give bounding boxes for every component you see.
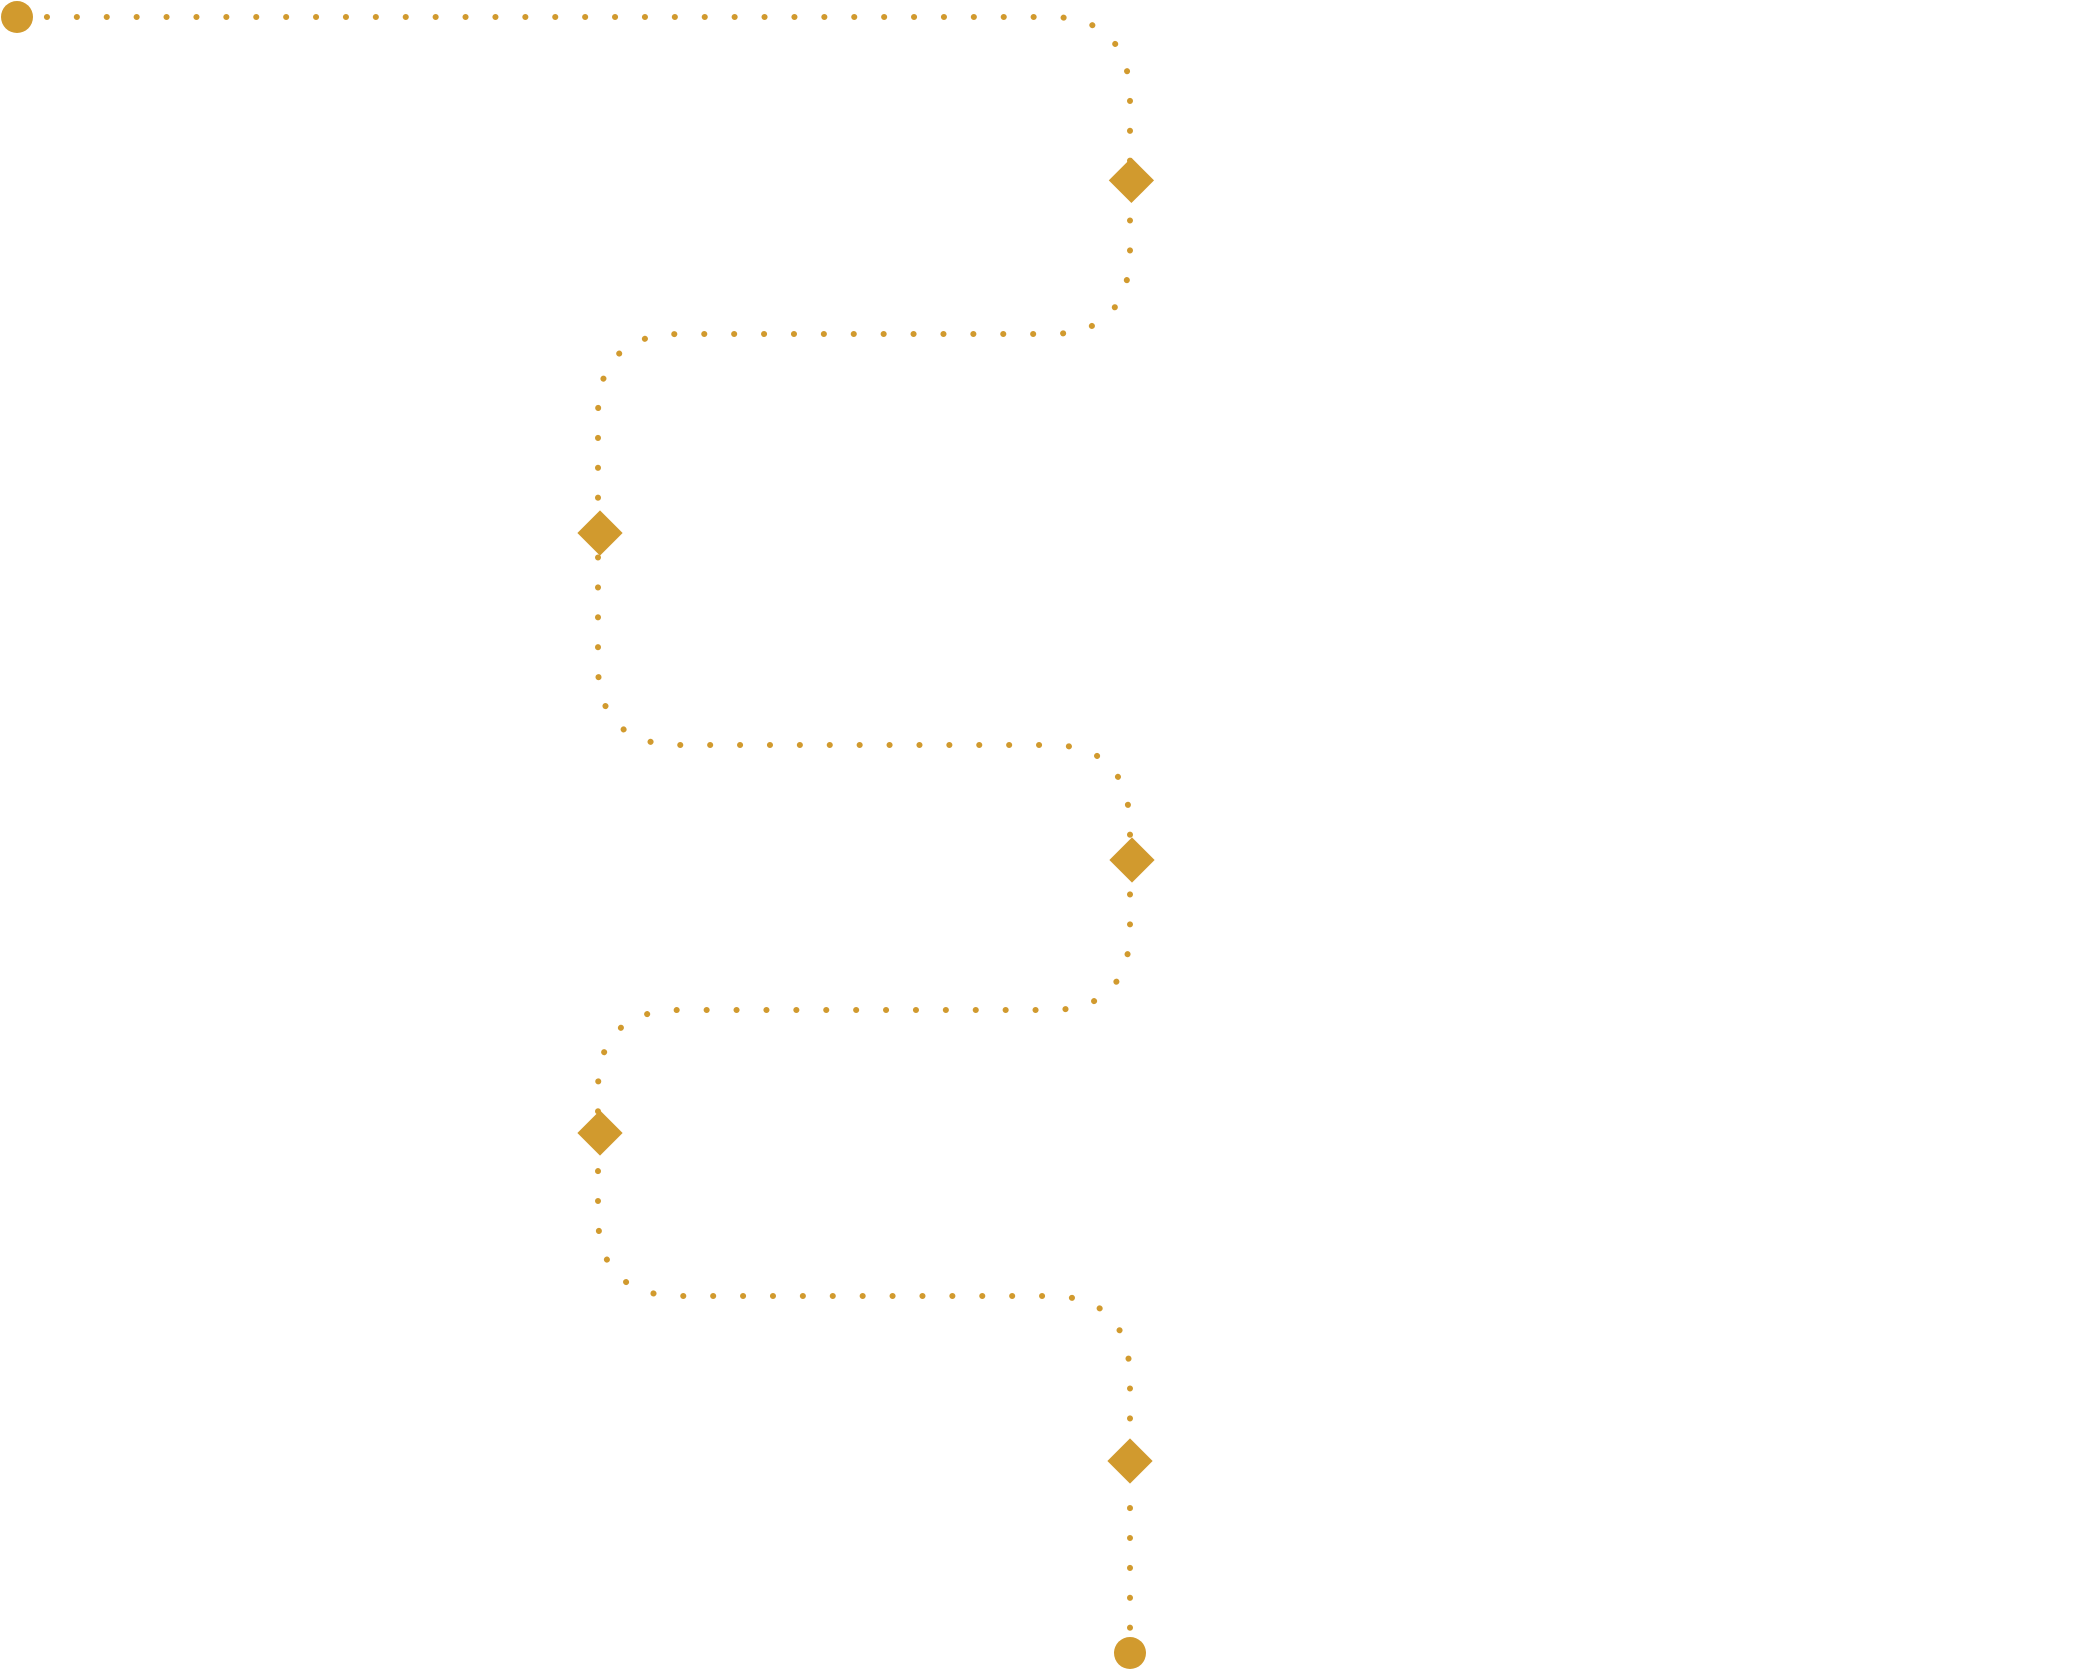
dotted-timeline-path: [14, 14, 1133, 1658]
start-circle-dot-icon: [1, 1, 33, 33]
milestone-2-diamond-icon: [577, 510, 623, 556]
milestone-3-diamond-icon: [1109, 837, 1155, 883]
end-circle-dot-icon: [1114, 1637, 1146, 1669]
milestone-1-diamond-icon: [1108, 157, 1155, 204]
milestone-5-diamond-icon: [1107, 1438, 1153, 1484]
milestone-4-diamond-icon: [577, 1110, 623, 1156]
